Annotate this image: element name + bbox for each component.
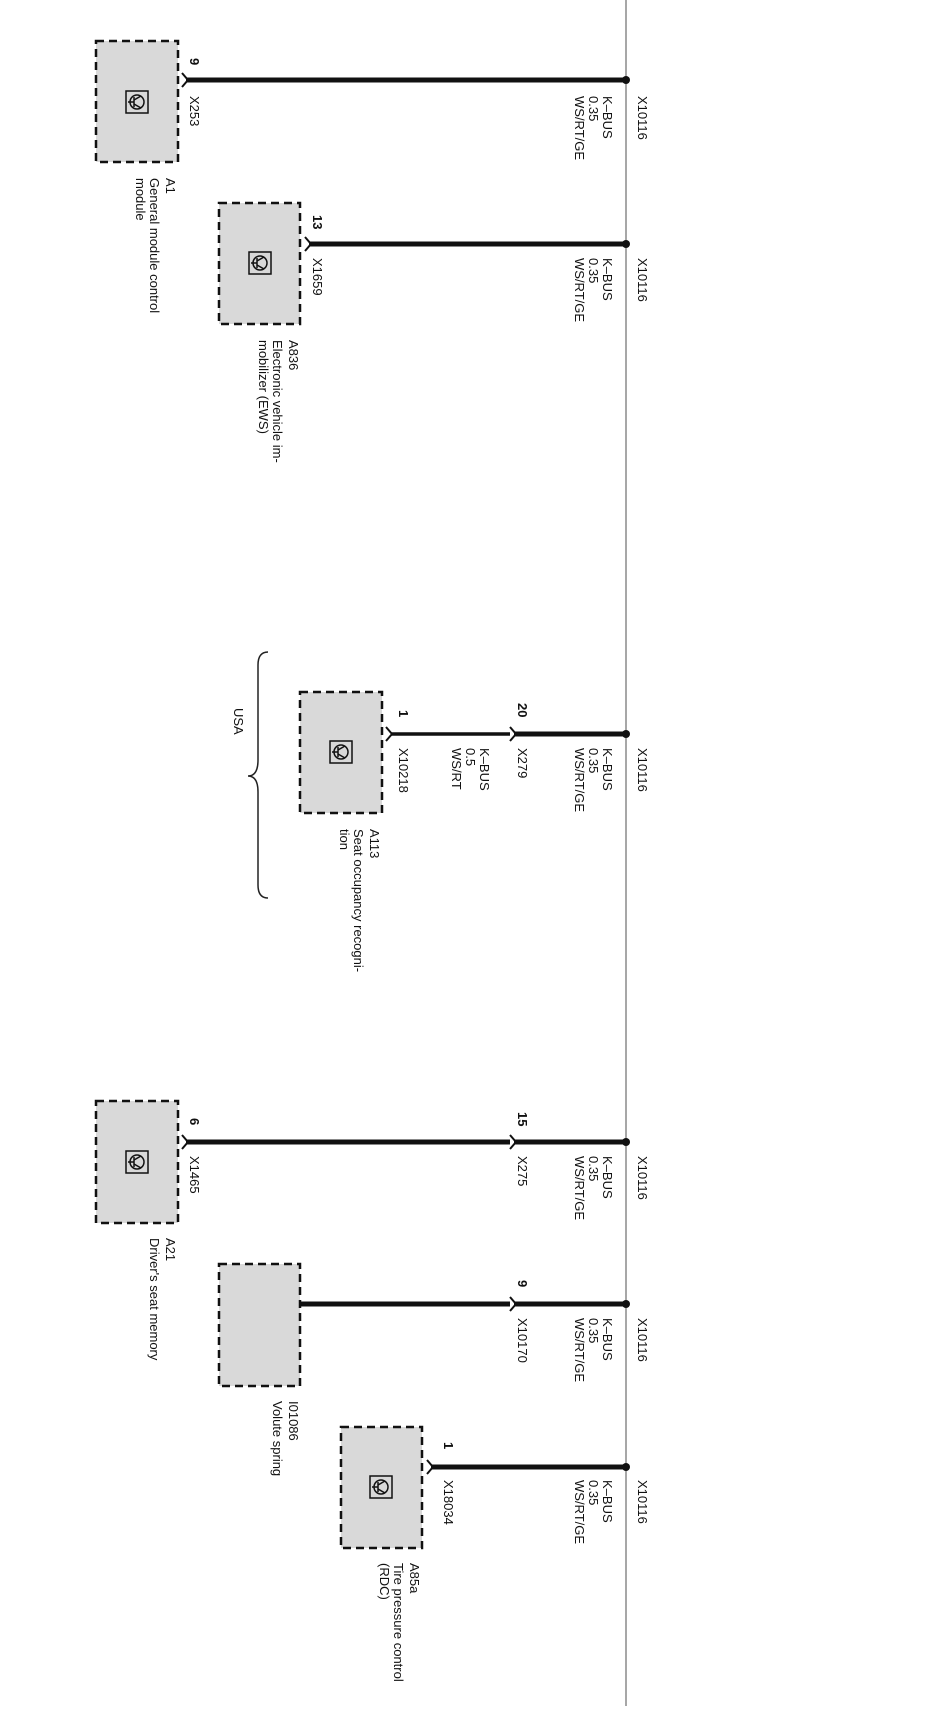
splice-connector-label: X10116 bbox=[635, 1318, 650, 1362]
wire-gauge: 0.35 bbox=[586, 1318, 601, 1343]
wire-gauge: 0.35 bbox=[586, 258, 601, 283]
connector-label: X18034 bbox=[441, 1480, 456, 1525]
splice-connector-label: X10116 bbox=[635, 258, 650, 302]
pin-arrow bbox=[426, 1459, 435, 1475]
pin-number: 15 bbox=[515, 1112, 530, 1126]
splice-connector-label: X10116 bbox=[635, 748, 650, 792]
wire-label: K–BUS bbox=[600, 258, 615, 301]
module-name-line-1: Volute spring bbox=[270, 1401, 285, 1476]
wire-label: K–BUS bbox=[600, 1318, 615, 1361]
connector-label: X10170 bbox=[515, 1318, 530, 1363]
connector-arrow bbox=[509, 1134, 518, 1150]
module-name-line-1: General module control bbox=[147, 178, 162, 313]
pin-number: 13 bbox=[310, 215, 325, 229]
module-id: A836 bbox=[286, 340, 301, 370]
module-id: A85a bbox=[407, 1563, 422, 1594]
wire-label: K–BUS bbox=[600, 96, 615, 139]
module-name-line-2: (RDC) bbox=[377, 1563, 392, 1600]
module-id: A1 bbox=[163, 178, 178, 194]
wire-color: WS/RT/GE bbox=[572, 1318, 587, 1382]
module-name-line-1: Seat occupancy recogni- bbox=[351, 829, 366, 972]
module-box bbox=[217, 201, 302, 326]
splice-connector-label: X10116 bbox=[635, 1156, 650, 1200]
pin-number: 20 bbox=[515, 703, 530, 717]
wire-color: WS/RT/GE bbox=[572, 1156, 587, 1220]
group-label: USA bbox=[231, 708, 246, 735]
sub-wire-label: K–BUS bbox=[477, 748, 492, 791]
wire-color: WS/RT/GE bbox=[572, 258, 587, 322]
wire-gauge: 0.35 bbox=[586, 96, 601, 121]
module-box bbox=[298, 690, 384, 815]
transistor-icon bbox=[125, 90, 149, 114]
module-name-line-1: Electronic vehicle im- bbox=[270, 340, 285, 463]
wire-label: K–BUS bbox=[600, 1480, 615, 1523]
wire-gauge: 0.35 bbox=[586, 748, 601, 773]
sub-pin-number: 1 bbox=[396, 710, 411, 717]
branch-a836: X10116 K–BUS 0.35 WS/RT/GE 13 X1659 A836 bbox=[217, 201, 650, 463]
pin-arrow bbox=[181, 72, 190, 88]
branch-a113: X10116 K–BUS 0.35 WS/RT/GE 20 X279 K–BUS… bbox=[231, 651, 650, 972]
module-box bbox=[217, 1262, 302, 1388]
module-name-line-2: tion bbox=[337, 829, 352, 850]
splice-dot bbox=[622, 1463, 630, 1471]
splice-dot bbox=[622, 76, 630, 84]
pin-number: 1 bbox=[441, 1442, 456, 1449]
pin-arrow bbox=[304, 236, 313, 252]
module-name-line-1: Tire pressure control bbox=[391, 1563, 406, 1682]
wire-color: WS/RT/GE bbox=[572, 748, 587, 812]
module-id: I01086 bbox=[286, 1401, 301, 1441]
sub-connector-label: X1465 bbox=[187, 1156, 202, 1194]
sub-wire-gauge: 0.5 bbox=[463, 748, 478, 766]
sub-connector-label: X10218 bbox=[396, 748, 411, 793]
wire-label: K–BUS bbox=[600, 748, 615, 791]
splice-dot bbox=[622, 1300, 630, 1308]
wire-gauge: 0.35 bbox=[586, 1156, 601, 1181]
pin-number: 9 bbox=[187, 58, 202, 65]
transistor-icon bbox=[125, 1150, 149, 1174]
module-box bbox=[94, 1099, 180, 1225]
transistor-icon bbox=[329, 740, 353, 764]
wire-gauge: 0.35 bbox=[586, 1480, 601, 1505]
connector-label: X275 bbox=[515, 1156, 530, 1186]
connector-label: X1659 bbox=[310, 258, 325, 296]
wire-color: WS/RT/GE bbox=[572, 96, 587, 160]
module-id: A113 bbox=[367, 829, 382, 858]
connector-arrow bbox=[509, 1296, 518, 1312]
pin-arrow bbox=[385, 726, 394, 742]
branch-a1: X10116 K–BUS 0.35 WS/RT/GE 9 X253 A1 bbox=[94, 39, 650, 313]
module-id: A21 bbox=[163, 1238, 178, 1261]
branch-a21: X10116 K–BUS 0.35 WS/RT/GE 15 X275 6 X14… bbox=[94, 1099, 650, 1361]
pin-arrow bbox=[181, 1134, 190, 1150]
splice-dot bbox=[622, 1138, 630, 1146]
group-brace bbox=[247, 651, 269, 899]
module-name-line-2: module bbox=[133, 178, 148, 221]
module-box bbox=[94, 39, 180, 164]
splice-dot bbox=[622, 730, 630, 738]
sub-wire-color: WS/RT bbox=[449, 748, 464, 790]
sub-pin-number: 6 bbox=[187, 1118, 202, 1125]
branch-a85a: X10116 K–BUS 0.35 WS/RT/GE 1 X18034 A85a bbox=[339, 1425, 650, 1682]
branch-i01086: X10116 K–BUS 0.35 WS/RT/GE 9 X10170 I010… bbox=[217, 1262, 650, 1476]
module-box bbox=[339, 1425, 424, 1550]
connector-arrow bbox=[509, 726, 518, 742]
connector-label: X279 bbox=[515, 748, 530, 778]
transistor-icon bbox=[369, 1475, 393, 1499]
module-name-line-1: Driver's seat memory bbox=[147, 1238, 162, 1361]
splice-connector-label: X10116 bbox=[635, 96, 650, 140]
wire-color: WS/RT/GE bbox=[572, 1480, 587, 1544]
splice-connector-label: X10116 bbox=[635, 1480, 650, 1524]
splice-dot bbox=[622, 240, 630, 248]
pin-number: 9 bbox=[515, 1280, 530, 1287]
module-name-line-2: mobilizer (EWS) bbox=[256, 340, 271, 434]
transistor-icon bbox=[248, 251, 272, 275]
wire-label: K–BUS bbox=[600, 1156, 615, 1199]
connector-label: X253 bbox=[187, 96, 202, 126]
